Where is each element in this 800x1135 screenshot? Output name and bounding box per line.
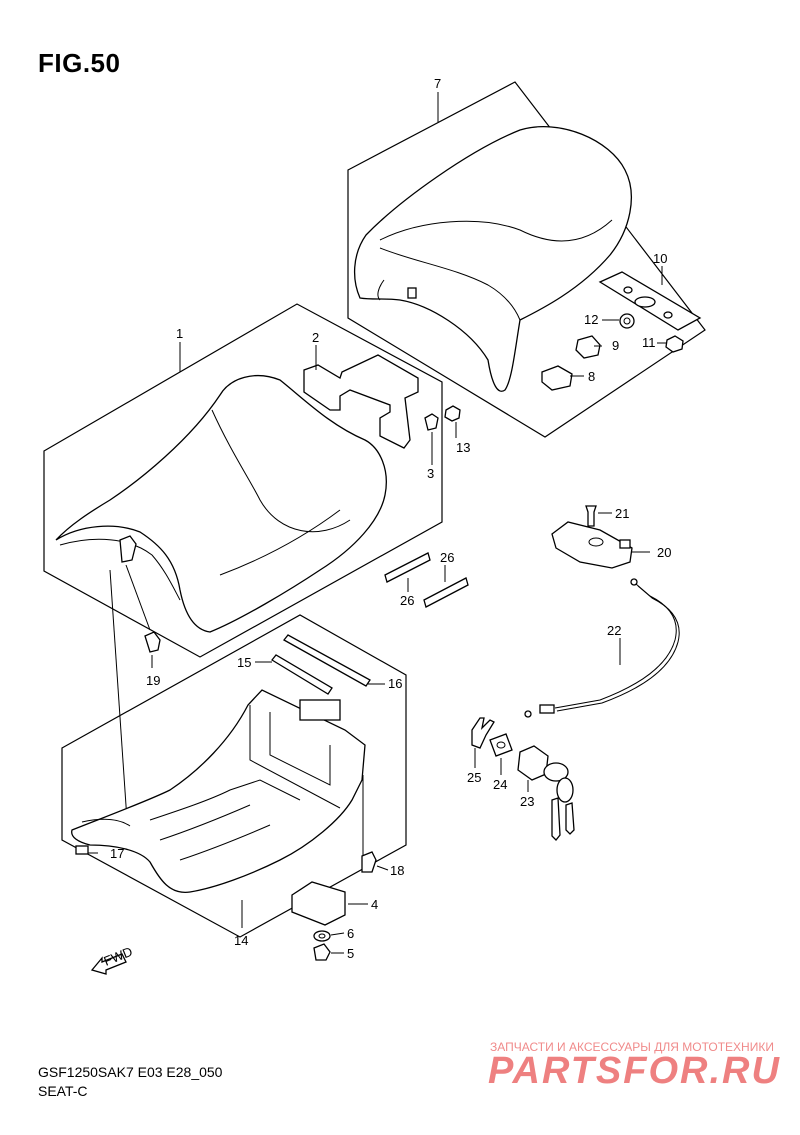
leader-line xyxy=(330,932,345,936)
clip-17-icon[interactable] xyxy=(75,845,89,855)
callout-17: 17 xyxy=(110,846,124,861)
cable-icon[interactable] xyxy=(524,578,680,718)
key-lock-icon[interactable] xyxy=(517,745,575,841)
rear-seat-group-frame xyxy=(347,81,706,438)
callout-9: 9 xyxy=(612,338,619,353)
seat-bracket-icon[interactable] xyxy=(303,354,419,449)
front-seat-group-frame xyxy=(43,303,443,658)
watermark-tagline: ЗАПЧАСТИ И АКСЕССУАРЫ ДЛЯ МОТОТЕХНИКИ xyxy=(490,1040,774,1054)
seat-base-icon[interactable] xyxy=(71,689,366,893)
leader-line xyxy=(376,865,389,871)
callout-20: 20 xyxy=(657,545,671,560)
callout-2: 2 xyxy=(312,330,319,345)
leader-line xyxy=(125,564,151,631)
callout-26-lower: 26 xyxy=(400,593,414,608)
rear-seat-icon[interactable] xyxy=(353,126,632,392)
washer-icon[interactable] xyxy=(313,930,331,942)
watermark-logo: PARTSFOR.RU xyxy=(488,1050,781,1092)
callout-21: 21 xyxy=(615,506,629,521)
nut-icon[interactable] xyxy=(665,335,684,353)
callout-12: 12 xyxy=(584,312,598,327)
seat-base-group-frame xyxy=(61,614,407,938)
rear-seat-plate-icon[interactable] xyxy=(598,271,702,331)
callout-23: 23 xyxy=(520,794,534,809)
callout-18: 18 xyxy=(390,863,404,878)
bolt-icon[interactable] xyxy=(144,631,161,653)
hook-icon[interactable] xyxy=(541,365,573,391)
bolt-icon[interactable] xyxy=(313,943,331,961)
callout-16: 16 xyxy=(388,676,402,691)
callout-13: 13 xyxy=(456,440,470,455)
callout-24: 24 xyxy=(493,777,507,792)
diagram-code: GSF1250SAK7 E03 E28_050 xyxy=(38,1064,223,1080)
figure-title: FIG.50 xyxy=(38,48,121,78)
callout-6: 6 xyxy=(347,926,354,941)
callout-1: 1 xyxy=(176,326,183,341)
bracket-icon[interactable] xyxy=(471,717,495,749)
seat-lock-icon[interactable] xyxy=(551,521,633,569)
callout-11: 11 xyxy=(642,335,656,350)
callout-8: 8 xyxy=(588,369,595,384)
leader-line xyxy=(109,569,129,836)
forward-arrow-icon: FWD xyxy=(90,944,135,975)
callout-7: 7 xyxy=(434,76,441,91)
front-seat-group xyxy=(43,303,461,658)
strip-16-icon[interactable] xyxy=(283,634,371,687)
callout-19: 19 xyxy=(146,673,160,688)
callout-4: 4 xyxy=(371,897,378,912)
diagram-name: SEAT-C xyxy=(38,1083,88,1099)
seat-base-group xyxy=(61,614,407,938)
callout-26-upper: 26 xyxy=(440,550,454,565)
callout-25: 25 xyxy=(467,770,481,785)
lock-plate-icon[interactable] xyxy=(489,733,513,757)
callout-14: 14 xyxy=(234,933,248,948)
front-seat-icon[interactable] xyxy=(55,375,387,633)
callout-22: 22 xyxy=(607,623,621,638)
seat-hook-icon[interactable] xyxy=(119,535,137,563)
callout-3: 3 xyxy=(427,466,434,481)
callout-5: 5 xyxy=(347,946,354,961)
seal-strip-icon[interactable] xyxy=(384,552,431,583)
strip-15-icon[interactable] xyxy=(271,654,333,695)
bolt-icon[interactable] xyxy=(361,851,377,873)
callout-15: 15 xyxy=(237,655,251,670)
grommet-icon[interactable] xyxy=(619,313,635,329)
screw-icon[interactable] xyxy=(585,505,597,527)
nut-icon[interactable] xyxy=(444,405,461,422)
rear-seat-group xyxy=(347,81,706,438)
damper-icon[interactable] xyxy=(424,413,439,431)
rubber-damper-icon[interactable] xyxy=(291,881,346,926)
cushion-icon[interactable] xyxy=(575,335,601,359)
callout-10: 10 xyxy=(653,251,667,266)
seal-strip-icon[interactable] xyxy=(423,577,469,608)
